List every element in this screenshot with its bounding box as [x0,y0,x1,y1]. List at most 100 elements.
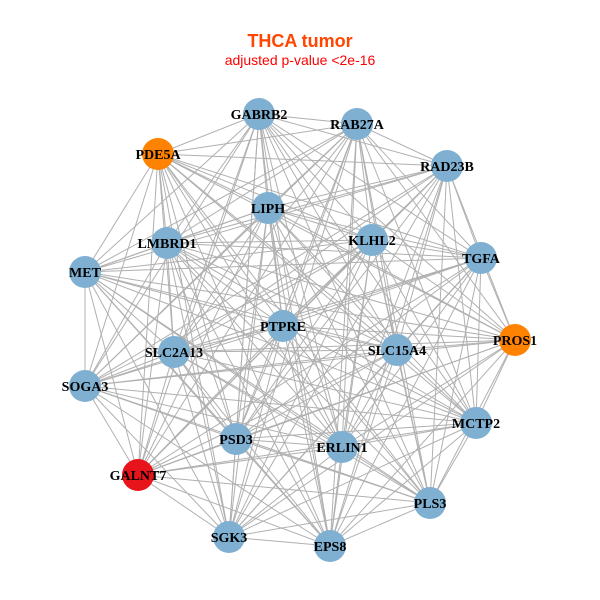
edge-PTPRE-SLC2A13 [173,325,284,353]
node-galnt7: GALNT7 [110,459,166,491]
edge-TGFA-PTPRE [282,257,482,327]
edge-MCTP2-GALNT7 [137,422,477,476]
edge-LMBRD1-PSD3 [166,242,237,440]
edge-RAB27A-RAD23B [356,123,448,167]
edge-RAB27A-KLHL2 [356,123,373,241]
edge-PLS3-EPS8 [329,502,431,547]
node-circle [499,324,531,356]
node-circle [414,487,446,519]
node-circle [460,407,492,439]
node-label: KLHL2 [348,234,395,249]
node-label: PLS3 [414,497,447,512]
node-label: ERLIN1 [316,441,367,456]
edge-TGFA-EPS8 [329,257,482,547]
edge-RAB27A-TGFA [356,123,482,259]
edge-GALNT7-SGK3 [137,474,230,538]
edge-SLC15A4-EPS8 [329,349,398,547]
node-liph: LIPH [251,192,285,224]
node-circle [267,310,299,342]
edge-PROS1-SLC2A13 [173,339,516,353]
edge-ERLIN1-PLS3 [341,446,431,504]
node-pls3: PLS3 [414,487,447,519]
edge-PDE5A-MET [84,153,159,273]
node-circle [69,256,101,288]
node-circle [314,530,346,562]
edge-SLC15A4-SLC2A13 [173,349,398,353]
node-circle [326,431,358,463]
edge-PTPRE-PSD3 [235,325,284,440]
edge-LMBRD1-ERLIN1 [166,242,343,448]
node-label: SGK3 [211,531,248,546]
node-sgk3: SGK3 [211,521,248,553]
edge-KLHL2-MET [84,239,373,273]
node-rab27a: RAB27A [330,108,385,140]
edge-LMBRD1-PROS1 [166,242,516,341]
edge-RAD23B-SOGA3 [84,165,448,387]
edge-LIPH-MCTP2 [267,207,477,424]
edge-PSD3-PLS3 [235,438,431,504]
edge-LIPH-KLHL2 [267,207,373,241]
edge-GABRB2-MET [84,113,260,273]
edge-GALNT7-PLS3 [137,474,431,504]
node-klhl2: KLHL2 [348,224,396,256]
edge-TGFA-SLC2A13 [173,257,482,353]
edge-PDE5A-PROS1 [157,153,516,341]
node-circle [243,98,275,130]
edge-KLHL2-SGK3 [228,239,373,538]
edge-MET-EPS8 [84,271,331,547]
edge-KLHL2-MCTP2 [371,239,477,424]
edge-GABRB2-KLHL2 [258,113,373,241]
edge-GABRB2-PLS3 [258,113,431,504]
edge-SOGA3-EPS8 [84,385,331,547]
node-label: RAD23B [420,160,474,175]
node-gabrb2: GABRB2 [231,98,287,130]
node-circle [252,192,284,224]
edge-LIPH-EPS8 [267,207,331,547]
edge-RAD23B-SLC2A13 [173,165,448,353]
node-circle [142,138,174,170]
edge-LMBRD1-TGFA [166,242,482,259]
edge-LMBRD1-SOGA3 [84,242,168,387]
edge-GABRB2-SLC15A4 [258,113,398,351]
node-label: LIPH [251,202,285,217]
edge-PTPRE-PLS3 [282,325,431,504]
edge-GALNT7-EPS8 [137,474,331,547]
edge-MCTP2-SGK3 [228,422,477,538]
edge-KLHL2-GALNT7 [137,239,373,476]
edge-LMBRD1-SLC15A4 [166,242,398,351]
node-label: SLC15A4 [368,344,426,359]
edge-ERLIN1-SGK3 [228,446,343,538]
edge-GABRB2-GALNT7 [137,113,260,476]
edge-LMBRD1-SGK3 [166,242,230,538]
edge-PROS1-SOGA3 [84,339,516,387]
edge-PDE5A-RAD23B [157,153,448,167]
edge-PDE5A-SLC15A4 [157,153,398,351]
edge-RAD23B-SGK3 [228,165,448,538]
edge-MET-PROS1 [84,271,516,341]
edge-PROS1-GALNT7 [137,339,516,476]
edge-LMBRD1-MCTP2 [166,242,477,424]
edge-SOGA3-PLS3 [84,385,431,504]
edge-PSD3-ERLIN1 [235,438,343,448]
edge-GABRB2-RAB27A [258,113,358,125]
node-label: LMBRD1 [137,237,196,252]
edge-PDE5A-SOGA3 [84,153,159,387]
node-circle [341,108,373,140]
edge-MET-SLC15A4 [84,271,398,351]
node-label: PTPRE [260,320,306,335]
edge-RAB27A-LMBRD1 [166,123,358,244]
edge-SLC15A4-SGK3 [228,349,398,538]
edge-SLC15A4-PSD3 [235,349,398,440]
edge-LMBRD1-SLC2A13 [166,242,175,353]
edge-TGFA-PSD3 [235,257,482,440]
node-circle [151,227,183,259]
node-lmbrd1: LMBRD1 [137,227,197,259]
edge-SOGA3-GALNT7 [84,385,139,476]
edge-GABRB2-LMBRD1 [166,113,260,244]
edge-MET-SLC2A13 [84,271,175,353]
edge-SLC15A4-PLS3 [396,349,431,504]
figure-subtitle: adjusted p-value <2e-16 [224,52,376,68]
figure-title: THCA tumor [247,31,353,51]
edge-KLHL2-PROS1 [371,239,516,341]
